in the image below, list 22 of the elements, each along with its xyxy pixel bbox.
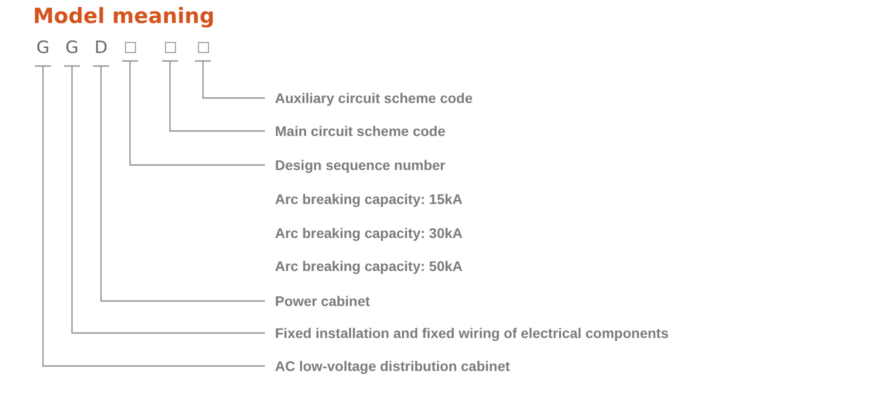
code-description: Auxiliary circuit scheme code xyxy=(275,89,473,107)
code-letter: D xyxy=(92,38,110,58)
leader-line xyxy=(161,60,266,132)
title: Model meaning xyxy=(33,4,215,28)
code-description: Fixed installation and fixed wiring of electrical components xyxy=(275,324,669,342)
code-letter: G xyxy=(34,38,52,58)
leader-line xyxy=(92,65,266,302)
placeholder-square xyxy=(124,42,136,53)
code-description: AC low-voltage distribution cabinet xyxy=(275,357,510,375)
placeholder-square xyxy=(198,42,208,53)
option-text: Arc breaking capacity: 50kA xyxy=(275,257,463,275)
option-text: Arc breaking capacity: 30kA xyxy=(275,224,463,242)
code-description: Main circuit scheme code xyxy=(275,122,446,140)
leader-line xyxy=(194,60,266,99)
option-text: Arc breaking capacity: 15kA xyxy=(275,190,463,208)
code-description: Design sequence number xyxy=(275,156,446,174)
code-description: Power cabinet xyxy=(275,292,370,310)
placeholder-square xyxy=(164,42,176,53)
code-letter: G xyxy=(63,38,81,58)
leader-line xyxy=(63,65,266,334)
leader-line xyxy=(121,60,266,166)
leader-line xyxy=(34,65,266,367)
